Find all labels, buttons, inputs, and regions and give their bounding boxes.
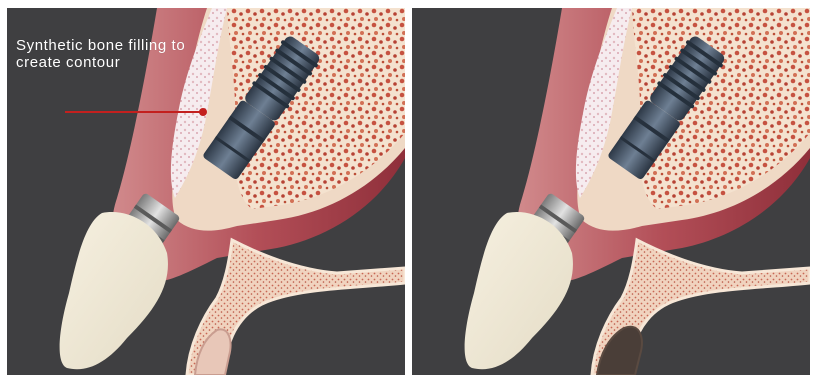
after-illustration: [412, 8, 810, 375]
before-panel: Synthetic bone filling to create contour: [7, 8, 405, 375]
caption-line-2: create contour: [16, 54, 286, 71]
before-caption: Synthetic bone filling to create contour: [16, 37, 286, 71]
after-panel: [412, 8, 810, 375]
pointer-dot: [199, 108, 207, 116]
caption-line-1: Synthetic bone filling to: [16, 37, 286, 54]
